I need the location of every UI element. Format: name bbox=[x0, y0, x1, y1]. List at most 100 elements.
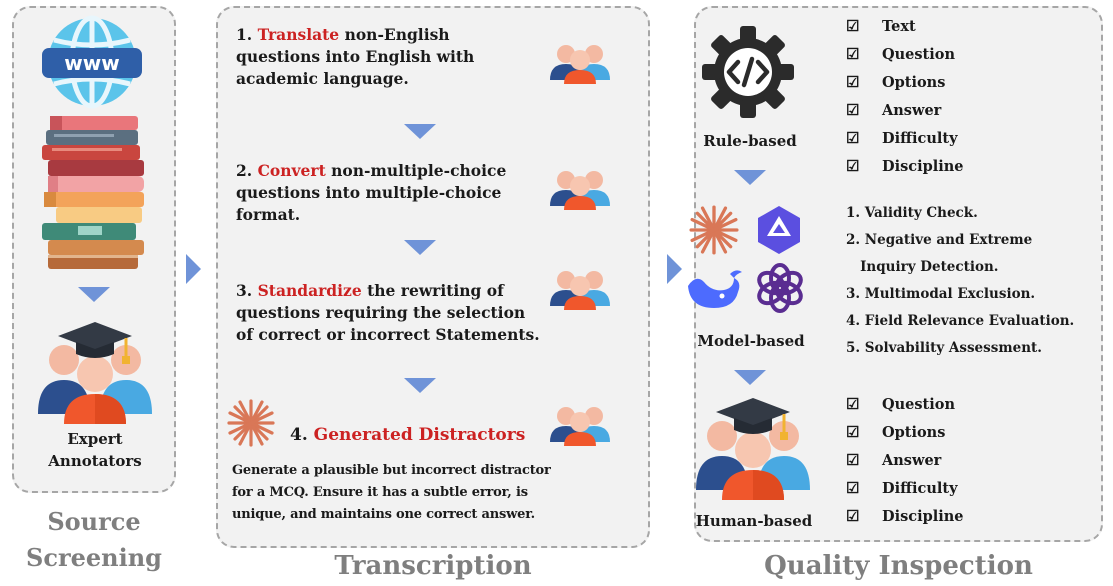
check-item: ☑ Answer bbox=[846, 96, 964, 124]
human-annotators-icon bbox=[696, 398, 810, 500]
checkbox-icon: ☑ bbox=[846, 507, 860, 525]
checkbox-icon: ☑ bbox=[846, 395, 860, 413]
books-stack-icon bbox=[42, 116, 144, 269]
claude-starburst-icon bbox=[227, 399, 275, 447]
step-convert: 2. Convert non-multiple-choice questions… bbox=[236, 160, 566, 226]
gear-code-icon bbox=[702, 26, 794, 118]
step-4-keyword: Generated Distractors bbox=[313, 425, 526, 445]
solvability-assessment: 5. Solvability Assessment. bbox=[846, 340, 1042, 356]
check-item: ☑ Answer bbox=[846, 446, 964, 474]
human-check-list: ☑ Question ☑ Options ☑ Answer ☑ Difficulty ☑… bbox=[846, 390, 964, 530]
model-check-list: 1. Validity Check. 2. Negative and Extre… bbox=[846, 200, 1074, 362]
checkbox-icon: ☑ bbox=[846, 17, 860, 35]
check-item: ☑ Options bbox=[846, 418, 964, 446]
inquiry-detection: Inquiry Detection. bbox=[846, 259, 999, 275]
step-4-number: 4. bbox=[290, 425, 308, 445]
checkbox-icon: ☑ bbox=[846, 101, 860, 119]
validity-check: 1. Validity Check. bbox=[846, 205, 978, 221]
checkbox-icon: ☑ bbox=[846, 423, 860, 441]
www-text: www bbox=[64, 51, 119, 75]
checkbox-icon: ☑ bbox=[846, 45, 860, 63]
arrow-down bbox=[404, 124, 436, 139]
arrow-down bbox=[78, 287, 110, 302]
people-group-icon bbox=[550, 271, 610, 310]
multimodal-exclusion: 3. Multimodal Exclusion. bbox=[846, 286, 1036, 302]
checkbox-icon: ☑ bbox=[846, 73, 860, 91]
expert-annotators-label: Expert Annotators bbox=[22, 428, 168, 472]
step-3-keyword: Standardize bbox=[257, 281, 362, 300]
step-3-rest: the rewriting of bbox=[367, 281, 504, 300]
step-1-line3: academic language. bbox=[236, 69, 409, 88]
step-1-line2: questions into English with bbox=[236, 47, 475, 66]
quality-inspection-caption: Quality Inspection bbox=[764, 551, 1033, 581]
arrow-right-2 bbox=[667, 254, 682, 284]
people-group-icon bbox=[550, 171, 610, 210]
distractor-line1: Generate a plausible but incorrect distr… bbox=[232, 463, 551, 478]
field-relevance-evaluation: 4. Field Relevance Evaluation. bbox=[846, 313, 1075, 329]
arrow-down bbox=[734, 370, 766, 385]
rule-based-label: Rule-based bbox=[703, 132, 797, 150]
negative-extreme-check: 2. Negative and Extreme bbox=[846, 232, 1033, 248]
check-item: ☑ Difficulty bbox=[846, 124, 964, 152]
step-translate: 1. Translate non-English questions into … bbox=[236, 24, 556, 90]
annotator-label-line2: Annotators bbox=[48, 452, 142, 470]
distractor-line3: unique, and maintains one correct answer… bbox=[232, 507, 535, 522]
check-difficulty: Difficulty bbox=[882, 130, 958, 147]
checkbox-icon: ☑ bbox=[846, 451, 860, 469]
people-group-icon bbox=[550, 407, 610, 446]
check-item: ☑ Question bbox=[846, 40, 964, 68]
check-item: ☑ Difficulty bbox=[846, 474, 964, 502]
check-answer: Answer bbox=[882, 102, 942, 119]
model-based-label: Model-based bbox=[697, 332, 805, 350]
check-options: Options bbox=[882, 74, 946, 91]
globe-www-icon: www bbox=[42, 15, 142, 109]
deepseek-whale-icon bbox=[688, 270, 742, 308]
step-2-number: 2. bbox=[236, 161, 253, 180]
openai-logo-icon bbox=[757, 263, 803, 313]
distractor-line2: for a MCQ. Ensure it has a subtle error,… bbox=[232, 485, 528, 500]
check-discipline: Discipline bbox=[882, 508, 964, 525]
step-3-line3: of correct or incorrect Statements. bbox=[236, 325, 540, 344]
check-answer: Answer bbox=[882, 452, 942, 469]
check-discipline: Discipline bbox=[882, 158, 964, 175]
check-item: ☑ Options bbox=[846, 68, 964, 96]
step-2-line3: format. bbox=[236, 205, 301, 224]
step-3-number: 3. bbox=[236, 281, 253, 300]
check-item: ☑ Discipline bbox=[846, 502, 964, 530]
checkbox-icon: ☑ bbox=[846, 479, 860, 497]
rule-check-list: ☑ Text ☑ Question ☑ Options ☑ Answer ☑ Diffic… bbox=[846, 12, 964, 180]
step-generated-distractors: 4. Generated Distractors bbox=[290, 424, 525, 446]
check-difficulty: Difficulty bbox=[882, 480, 958, 497]
people-group-icon bbox=[550, 45, 610, 84]
annotator-label-line1: Expert bbox=[67, 430, 123, 448]
arrow-down bbox=[404, 240, 436, 255]
check-item: ☑ Question bbox=[846, 390, 964, 418]
human-based-label: Human-based bbox=[695, 512, 813, 530]
arrow-down bbox=[404, 378, 436, 393]
arrow-down bbox=[734, 170, 766, 185]
step-2-rest: non-multiple-choice bbox=[331, 161, 507, 180]
qwen-logo-icon bbox=[758, 206, 800, 254]
check-question: Question bbox=[882, 46, 955, 63]
step-3-line2: questions requiring the selection bbox=[236, 303, 526, 322]
caption-source: Source bbox=[47, 507, 141, 536]
distractor-description: Generate a plausible but incorrect distr… bbox=[232, 460, 646, 526]
step-standardize: 3. Standardize the rewriting of question… bbox=[236, 280, 576, 346]
checkbox-icon: ☑ bbox=[846, 157, 860, 175]
check-options: Options bbox=[882, 424, 946, 441]
check-question: Question bbox=[882, 396, 955, 413]
expert-annotators-icon bbox=[38, 322, 152, 424]
step-1-rest: non-English bbox=[344, 25, 450, 44]
caption-screening: Screening bbox=[26, 543, 162, 572]
checkbox-icon: ☑ bbox=[846, 129, 860, 147]
claude-starburst-icon bbox=[689, 205, 739, 255]
source-screening-caption: Source Screening bbox=[14, 504, 174, 576]
check-item: ☑ Discipline bbox=[846, 152, 964, 180]
step-1-number: 1. bbox=[236, 25, 253, 44]
check-item: ☑ Text bbox=[846, 12, 964, 40]
step-2-keyword: Convert bbox=[257, 161, 326, 180]
step-1-keyword: Translate bbox=[257, 25, 340, 44]
transcription-caption: Transcription bbox=[334, 551, 532, 581]
step-2-line2: questions into multiple-choice bbox=[236, 183, 502, 202]
check-text: Text bbox=[882, 18, 916, 35]
